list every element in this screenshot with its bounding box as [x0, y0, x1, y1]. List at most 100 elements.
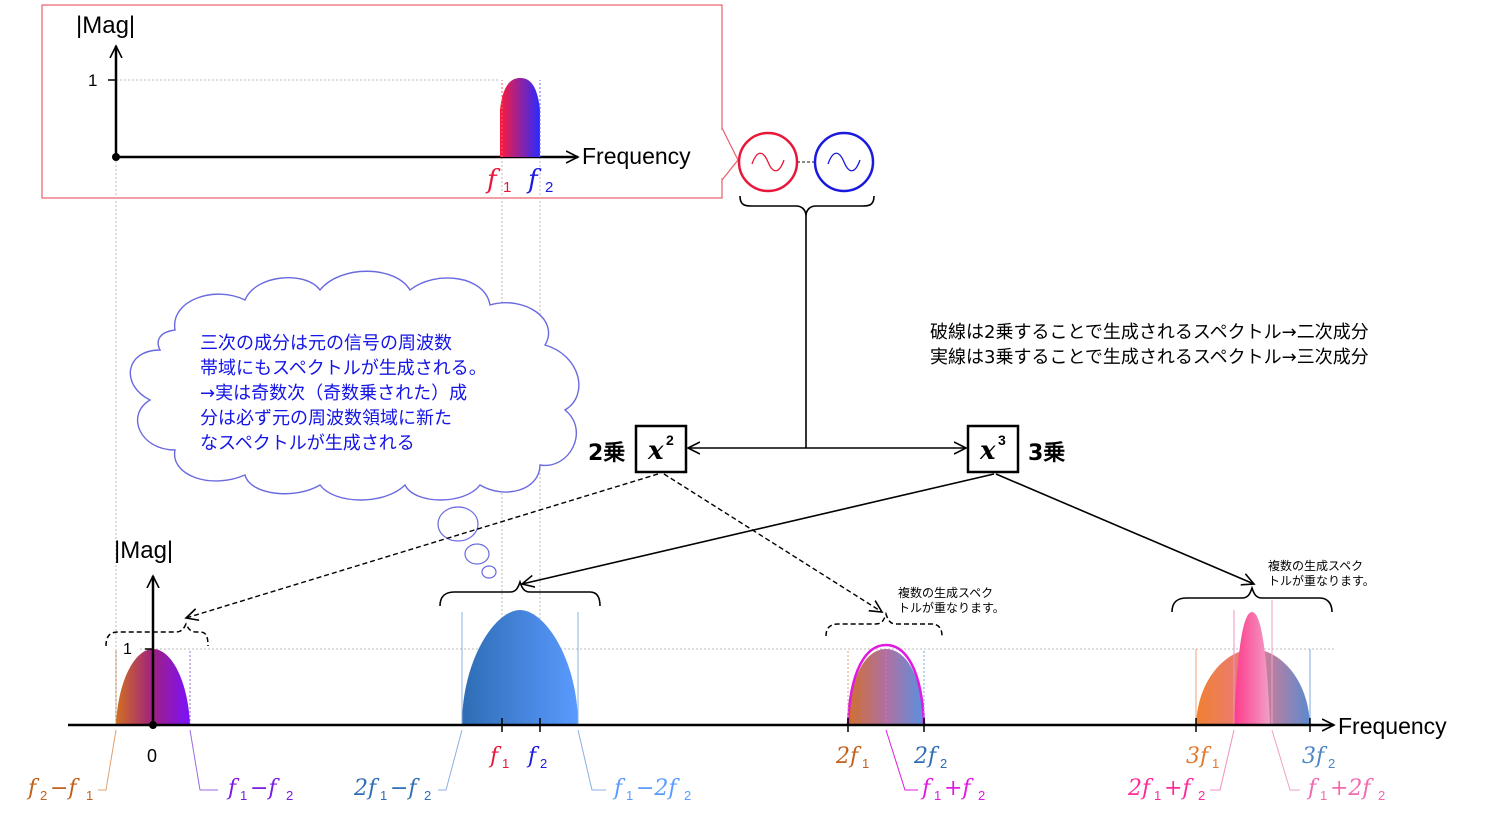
2f-brace — [825, 611, 943, 637]
svg-text:1: 1 — [934, 788, 941, 803]
svg-text:2: 2 — [1328, 756, 1335, 771]
svg-text:1: 1 — [1212, 756, 1219, 771]
svg-text:f: f — [1306, 776, 1320, 801]
svg-text:1: 1 — [626, 788, 633, 803]
svg-text:+2f: +2f — [1330, 776, 1374, 801]
svg-text:f: f — [488, 744, 502, 769]
svg-text:2: 2 — [666, 432, 674, 448]
svg-text:2: 2 — [1378, 788, 1385, 803]
svg-text:2: 2 — [424, 788, 431, 803]
square-to-dc-arrow — [186, 473, 659, 618]
legend-line-2: 実線は3乗することで生成されるスペクトル→三次成分 — [930, 347, 1369, 368]
overlap-note-3f-2: トルが重なります。 — [1268, 573, 1375, 588]
svg-text:−f: −f — [390, 776, 420, 801]
label-3f1: 3f 1 — [1186, 744, 1219, 771]
bottom-ytick-1: 1 — [123, 641, 132, 658]
svg-text:−f: −f — [50, 776, 80, 801]
svg-text:x: x — [979, 436, 996, 466]
svg-text:f: f — [526, 744, 540, 769]
cube-operator: x 3 — [966, 424, 1020, 474]
svg-text:2: 2 — [1198, 788, 1205, 803]
svg-text:−2f: −2f — [636, 776, 680, 801]
overlap-note-2f-2: トルが重なります。 — [898, 600, 1005, 615]
bubble-line-4: 分は必ず元の周波数領域に新た — [200, 408, 452, 429]
svg-text:1: 1 — [502, 756, 509, 771]
dc-brace — [105, 622, 209, 647]
svg-text:2f: 2f — [835, 744, 862, 769]
svg-text:f: f — [226, 776, 240, 801]
label-3f2: 3f 2 — [1302, 744, 1335, 771]
svg-text:2: 2 — [286, 788, 293, 803]
svg-text:3f: 3f — [1302, 744, 1328, 769]
label-f1: f 1 — [488, 744, 509, 771]
svg-text:2: 2 — [684, 788, 691, 803]
svg-text:2f: 2f — [913, 744, 940, 769]
bubble-line-3: →実は奇数次（奇数乗された）成 — [200, 383, 467, 404]
overlap-note-3f-1: 複数の生成スペク — [1268, 558, 1363, 573]
label-2f2: 2f 2 — [913, 744, 947, 771]
legend-line-1: 破線は2乗することで生成されるスペクトル→二次成分 — [930, 322, 1369, 343]
svg-text:2: 2 — [545, 179, 553, 196]
cube-label: 3乗 — [1028, 441, 1065, 466]
svg-text:2: 2 — [40, 788, 47, 803]
bubble-line-1: 三次の成分は元の信号の周波数 — [200, 333, 452, 354]
bottom-zero: 0 — [147, 746, 157, 766]
square-to-2f-arrow — [663, 473, 882, 612]
top-ylabel: |Mag| — [76, 12, 135, 39]
svg-text:f: f — [920, 776, 934, 801]
bottom-ylabel: |Mag| — [114, 537, 173, 564]
svg-text:1: 1 — [503, 179, 511, 196]
label-2f1-plus-f2: 2f 1 +f 2 — [1127, 776, 1205, 803]
bubble-line-5: なスペクトルが生成される — [200, 433, 415, 454]
label-f1-plus-2f2: f 1 +2f 2 — [1306, 776, 1385, 803]
oscillator-brace — [739, 195, 875, 217]
svg-text:1: 1 — [86, 788, 93, 803]
top-ytick-1: 1 — [88, 71, 97, 90]
label-f1-minus-f2: f 1 −f 2 — [226, 776, 293, 803]
third-order-3f-center — [1234, 612, 1270, 725]
bubble-line-2: 帯域にもスペクトルが生成される。 — [200, 358, 487, 379]
cube-to-3f-arrow — [995, 473, 1254, 584]
svg-text:3f: 3f — [1186, 744, 1212, 769]
f1-plus-f2-outline — [846, 643, 926, 726]
label-2f1: 2f 1 — [835, 744, 869, 771]
third-order-inband-spectrum — [462, 610, 578, 725]
inband-brace — [439, 579, 601, 607]
3f-brace — [1171, 585, 1333, 613]
svg-text:+f: +f — [944, 776, 974, 801]
svg-text:1: 1 — [1154, 788, 1161, 803]
svg-text:2f: 2f — [353, 776, 380, 801]
top-xlabel: Frequency — [582, 143, 691, 169]
bottom-xlabel: Frequency — [1338, 713, 1447, 739]
svg-text:3: 3 — [998, 432, 1006, 448]
svg-text:x: x — [647, 436, 664, 466]
svg-text:2f: 2f — [1127, 776, 1154, 801]
svg-text:1: 1 — [380, 788, 387, 803]
svg-text:f: f — [26, 776, 40, 801]
oscillator-f1 — [737, 131, 799, 193]
callout-pointer — [721, 127, 739, 181]
svg-text:2: 2 — [978, 788, 985, 803]
thought-bubble — [129, 270, 580, 579]
square-operator: x 2 — [634, 424, 688, 474]
top-spectrum — [500, 78, 540, 157]
overlap-note-2f-1: 複数の生成スペク — [898, 585, 993, 600]
label-f1-minus-2f2: f 1 −2f 2 — [612, 776, 691, 803]
label-f2-minus-f1: f 2 −f 1 — [26, 776, 93, 803]
label-f1-plus-f2: f 1 +f 2 — [920, 776, 985, 803]
label-2f1-minus-f2: 2f 1 −f 2 — [353, 776, 431, 803]
oscillator-f2 — [813, 131, 875, 193]
label-f2: f 2 — [526, 744, 547, 771]
svg-text:1: 1 — [1320, 788, 1327, 803]
svg-text:f: f — [612, 776, 626, 801]
svg-text:−f: −f — [250, 776, 280, 801]
svg-text:+f: +f — [1164, 776, 1194, 801]
svg-text:f: f — [485, 165, 501, 195]
square-label: 2乗 — [588, 441, 625, 466]
svg-text:1: 1 — [862, 756, 869, 771]
svg-text:2: 2 — [940, 756, 947, 771]
svg-text:2: 2 — [540, 756, 547, 771]
top-plot-frame — [41, 4, 723, 199]
svg-text:1: 1 — [240, 788, 247, 803]
